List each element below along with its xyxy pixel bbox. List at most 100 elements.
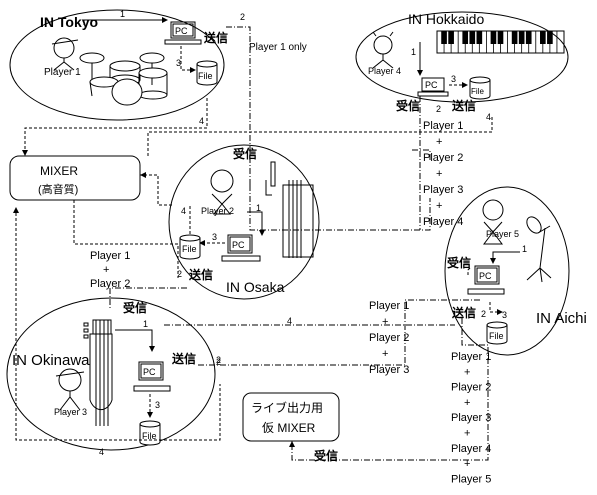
okinawa-player-label: Player 3 (54, 407, 87, 417)
keyboard-black-key (477, 31, 483, 44)
svg-text:2: 2 (481, 309, 486, 319)
tokyo-file-icon: File (197, 61, 217, 85)
svg-text:File: File (489, 331, 504, 341)
player-label: Player 1 (90, 250, 130, 262)
svg-text:PC: PC (143, 367, 156, 377)
aichi-send-label: 送信 (451, 305, 476, 320)
aichi-player-label: Player 5 (486, 229, 519, 239)
plus-sign: + (464, 428, 470, 440)
svg-text:3: 3 (451, 74, 456, 84)
keyboard-black-key (448, 31, 454, 44)
okinawa-relay-stack: Player 1+Player 2+Player 3 (369, 300, 409, 376)
okinawa-receive-label: 受信 (123, 300, 147, 315)
keyboard-black-key (547, 31, 553, 44)
guitar-icon (84, 320, 112, 426)
plus-sign: + (382, 348, 388, 360)
osaka-player-label: Player 2 (201, 206, 234, 216)
plus-sign: + (382, 316, 388, 328)
hokkaido-title: IN Hokkaido (408, 11, 484, 27)
player-label: Player 1 (451, 351, 491, 363)
plus-sign: + (464, 458, 470, 470)
player-label: Player 3 (423, 184, 463, 196)
tokyo-title: IN Tokyo (40, 14, 98, 30)
hokkaido-player-label: Player 4 (368, 66, 401, 76)
plus-sign: + (464, 397, 470, 409)
hokkaido-site: IN Hokkaido Player 4 1 PC 3 File 受信 2 送信 (356, 11, 568, 114)
bass-guitar-icon (266, 162, 313, 258)
keyboard-black-key (512, 31, 518, 44)
hokkaido-player-figure (373, 32, 393, 68)
svg-text:1: 1 (522, 244, 527, 254)
aichi-receive-label: 受信 (447, 255, 471, 270)
drum-kit-icon (80, 53, 167, 105)
svg-text:4: 4 (99, 447, 104, 457)
okinawa-pc-icon: PC (134, 362, 170, 391)
svg-text:4: 4 (486, 112, 491, 122)
keyboard-black-key (519, 31, 525, 44)
player-label: Player 4 (451, 443, 491, 455)
svg-text:2: 2 (436, 104, 441, 114)
hokkaido-file-icon: File (470, 77, 490, 99)
svg-text:1: 1 (256, 203, 261, 213)
plus-sign: + (436, 136, 442, 148)
live-mixer-title: ライブ出力用 (251, 400, 323, 415)
live-mixer-box: ライブ出力用 仮 MIXER 受信 (243, 393, 339, 463)
tokyo-player-label: Player 1 (44, 67, 81, 78)
player1-only-label: Player 1 only (249, 42, 307, 53)
hokkaido-pc-icon: PC (418, 78, 448, 96)
okinawa-player-figure (56, 369, 84, 410)
player-label: Player 5 (451, 473, 491, 485)
svg-text:File: File (182, 244, 197, 254)
plus-sign: + (103, 264, 109, 276)
player-label: Player 2 (423, 152, 463, 164)
player-label: Player 1 (369, 300, 409, 312)
svg-text:3: 3 (155, 400, 160, 410)
hokkaido-send-label: 送信 (451, 98, 476, 113)
plus-sign: + (464, 366, 470, 378)
microphone-icon (524, 214, 551, 282)
svg-text:PC: PC (479, 271, 492, 281)
svg-text:3: 3 (176, 58, 181, 68)
aichi-title: IN Aichi (536, 310, 587, 327)
plus-sign: + (436, 168, 442, 180)
keyboard-black-key (526, 31, 532, 44)
svg-text:4: 4 (287, 316, 292, 326)
player-label: Player 3 (451, 412, 491, 424)
svg-text:PC: PC (175, 26, 188, 36)
svg-text:PC: PC (425, 80, 438, 90)
tokyo-send-label: 送信 (203, 30, 228, 45)
aichi-pc-icon: PC (468, 266, 504, 294)
keyboard-black-key (540, 31, 546, 44)
live-mixer-subtitle: 仮 MIXER (262, 421, 316, 435)
svg-text:File: File (471, 87, 484, 96)
osaka-site: 受信 Player 2 1 PC 3 File 4 (169, 145, 319, 299)
keyboard-black-key (462, 31, 468, 44)
tokyo-player-figure (52, 38, 78, 70)
plus-sign: + (436, 200, 442, 212)
tokyo-pc-icon: PC (165, 22, 201, 44)
player-label: Player 3 (369, 364, 409, 376)
keyboard-black-key (491, 31, 497, 44)
okinawa-file-icon: File (140, 421, 160, 445)
svg-text:3: 3 (212, 232, 217, 242)
player-label: Player 1 (423, 120, 463, 132)
player-label: Player 2 (451, 382, 491, 394)
mixer-box: MIXER (高音質) (10, 156, 140, 200)
svg-text:4: 4 (199, 116, 204, 126)
keyboard-black-key (469, 31, 475, 44)
okinawa-send-label: 送信 (171, 351, 196, 366)
live-mixer-receive-label: 受信 (314, 448, 338, 463)
svg-text:1: 1 (411, 47, 416, 57)
hokkaido-relay-stack: Player 1 + Player 2 + Player 3 + Player 4 (423, 120, 463, 228)
svg-text:1: 1 (143, 319, 148, 329)
svg-text:1: 1 (120, 9, 125, 19)
player-label: Player 4 (423, 216, 463, 228)
osaka-receive-label: 受信 (233, 146, 257, 161)
svg-text:2: 2 (216, 355, 221, 365)
aichi-site: Player 5 1 受信 PC 送信 2 3 File IN Aichi (445, 187, 587, 355)
svg-text:PC: PC (232, 240, 245, 250)
player-label: Player 2 (90, 278, 130, 290)
mixer-title: MIXER (40, 164, 78, 178)
hokkaido-receive-label: 受信 (396, 98, 420, 113)
